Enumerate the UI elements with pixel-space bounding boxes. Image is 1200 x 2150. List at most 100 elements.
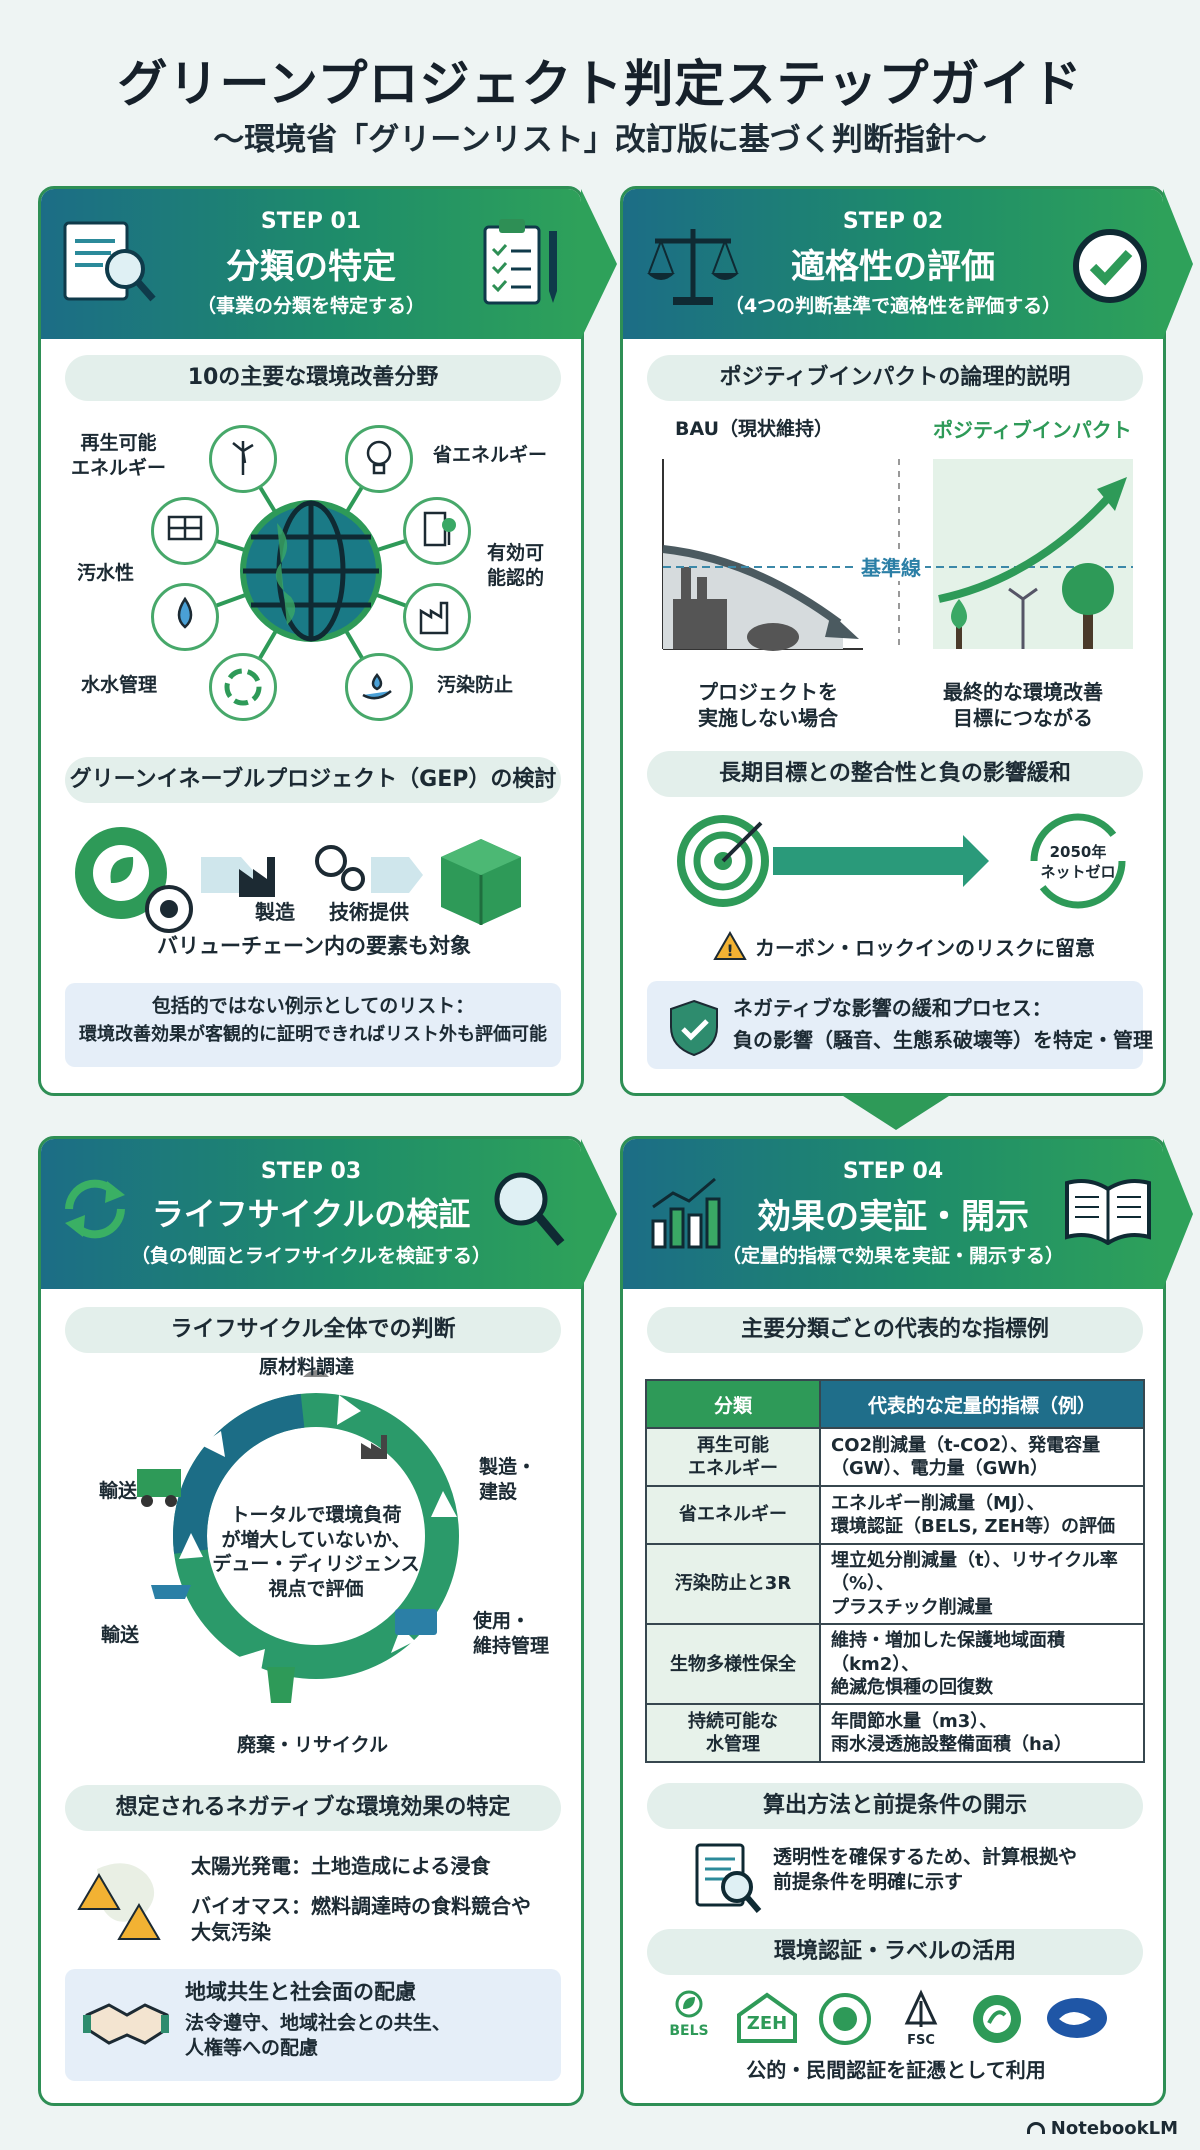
page-title: グリーンプロジェクト判定ステップガイド bbox=[117, 55, 1083, 113]
brand-text: NotebookLM bbox=[1050, 2118, 1178, 2139]
scales-icon bbox=[647, 229, 739, 305]
step2-note-line2: 負の影響（騒音、生態系破壊等）を特定・管理 bbox=[733, 1028, 1153, 1052]
step2-title: 適格性の評価 bbox=[791, 247, 995, 287]
handshake-icon bbox=[83, 2003, 169, 2045]
step4-section-indicators: 主要分類ごとの代表的な指標例 bbox=[647, 1307, 1143, 1353]
cycle-raw-materials: 原材料調達 bbox=[259, 1356, 355, 1378]
building-tree-icon bbox=[403, 497, 471, 565]
table-header-category: 分類 bbox=[645, 1379, 821, 1429]
gep-flow-diagram bbox=[75, 827, 521, 933]
negative-effect-biomass: バイオマス：燃料調達時の食料競合や 大気汚染 bbox=[191, 1894, 531, 1944]
zeh-text: ZEH bbox=[746, 2013, 788, 2034]
step3-section-lifecycle: ライフサイクル全体での判断 bbox=[65, 1307, 561, 1353]
indicator-table: 分類 代表的な定量的指標（例） 再生可能 エネルギー CO2削減量（t-CO2）… bbox=[645, 1379, 1145, 1764]
lightbulb-leaf-icon bbox=[345, 425, 413, 493]
bels-text: BELS bbox=[669, 2023, 709, 2039]
bau-vs-positive-chart bbox=[662, 459, 1133, 651]
table-cell-indicator: CO2削減量（t-CO2）、発電容量 （GW）、電力量（GWh） bbox=[819, 1427, 1145, 1487]
label-caption: 公的・民間認証を証憑として利用 bbox=[746, 2058, 1046, 2082]
step1-title: 分類の特定 bbox=[226, 247, 396, 287]
step3-section-negative: 想定されるネガティブな環境効果の特定 bbox=[65, 1785, 561, 1831]
warning-icons bbox=[77, 1863, 161, 1940]
open-book-icon bbox=[1065, 1179, 1151, 1245]
cycle-disposal: 廃棄・リサイクル bbox=[237, 1734, 389, 1756]
fsc-logo: FSC bbox=[893, 1989, 949, 2049]
bau-label: BAU（現状維持） bbox=[675, 418, 834, 440]
step3-card: STEP 03 ライフサイクルの検証 （負の側面とライフサイクルを検証する） ラ… bbox=[38, 1136, 584, 2106]
gep-label-manufacturing: 製造 bbox=[255, 900, 295, 924]
step1-subtitle: （事業の分類を特定する） bbox=[196, 295, 425, 317]
step3-subtitle: （負の側面とライフサイクルを検証する） bbox=[130, 1245, 492, 1267]
page-subtitle: 〜環境省「グリーンリスト」改訂版に基づく判断指針〜 bbox=[213, 122, 987, 158]
recycle-icon bbox=[209, 653, 277, 721]
zeh-house-icon bbox=[737, 1992, 797, 2043]
step2-arrow bbox=[1163, 189, 1193, 339]
step3-arrow bbox=[581, 1139, 617, 1289]
disclosure-text: 透明性を確保するため、計算根拠や 前提条件を明確に示す bbox=[773, 1846, 1078, 1893]
step2-number: STEP 02 bbox=[842, 209, 944, 234]
step1-section-gep: グリーンイネーブルプロジェクト（GEP）の検討 bbox=[65, 757, 561, 803]
step2-card: STEP 02 適格性の評価 （4つの判断基準で適格性を評価する） ポジティブイ… bbox=[620, 186, 1166, 1096]
table-cell-category: 持続可能な 水管理 bbox=[645, 1703, 821, 1764]
social-body: 法令遵守、地域社会との共生、 人権等への配慮 bbox=[185, 2012, 451, 2059]
document-search-icon bbox=[63, 221, 156, 302]
lifecycle-stage-icons bbox=[137, 1370, 437, 1703]
shield-check-icon bbox=[670, 999, 718, 1057]
step2-section-longterm: 長期目標との整合性と負の影響緩和 bbox=[647, 751, 1143, 797]
step-connector-arrow bbox=[840, 1094, 952, 1130]
bels-logo: BELS bbox=[657, 1989, 721, 2049]
step4-subtitle: （定量的指標で効果を実証・開示する） bbox=[721, 1245, 1064, 1267]
field-label-effective: 有効可 能認的 bbox=[487, 542, 545, 589]
social-title: 地域共生と社会面の配慮 bbox=[185, 1980, 416, 2004]
positive-impact-label: ポジティブインパクト bbox=[933, 418, 1132, 442]
cycle-arrows-icon bbox=[65, 1179, 125, 1239]
table-cell-category: 生物多様性保全 bbox=[645, 1623, 821, 1706]
eco-mark-logo bbox=[819, 1993, 871, 2045]
table-cell-indicator: 年間節水量（m3）、 雨水浸透施設整備面積（ha） bbox=[819, 1703, 1145, 1764]
factory-icon bbox=[403, 583, 471, 651]
table-cell-indicator: 維持・増加した保護地域面積（km2）、 絶滅危惧種の回復数 bbox=[819, 1623, 1145, 1706]
warning-icon: ! bbox=[713, 931, 747, 960]
solar-panel-icon bbox=[151, 497, 219, 565]
step1-arrow bbox=[581, 189, 617, 339]
bar-chart-icon bbox=[651, 1177, 721, 1249]
positive-caption: 最終的な環境改善 目標につながる bbox=[943, 680, 1103, 730]
step1-section-fields: 10の主要な環境改善分野 bbox=[65, 355, 561, 401]
step4-card: STEP 04 効果の実証・開示 （定量的指標で効果を実証・開示する） 主要分類… bbox=[620, 1136, 1166, 2106]
step2-header: STEP 02 適格性の評価 （4つの判断基準で適格性を評価する） bbox=[623, 189, 1163, 339]
bau-caption: プロジェクトを 実施しない場合 bbox=[698, 680, 838, 730]
field-label-water-management: 水水管理 bbox=[81, 674, 158, 696]
table-row: 持続可能な 水管理 年間節水量（m3）、 雨水浸透施設整備面積（ha） bbox=[645, 1703, 1145, 1764]
negative-effect-solar: 太陽光発電：土地造成による浸食 bbox=[191, 1854, 491, 1878]
green-seal-logo bbox=[973, 1995, 1021, 2043]
step1-note: 包括的ではない例示としてのリスト： 環境改善効果が客観的に証明できればリスト外も… bbox=[65, 983, 561, 1067]
step4-title: 効果の実証・開示 bbox=[757, 1197, 1029, 1237]
svg-text:!: ! bbox=[726, 941, 733, 960]
msc-fish-logo bbox=[1047, 1998, 1107, 2038]
step3-header: STEP 03 ライフサイクルの検証 （負の側面とライフサイクルを検証する） bbox=[41, 1139, 581, 1289]
environment-fields-wheel bbox=[184, 457, 438, 689]
clipboard-checklist-icon bbox=[483, 219, 557, 305]
gep-label-tech-provision: 技術提供 bbox=[329, 900, 409, 924]
indicator-table-header: 分類 代表的な定量的指標（例） bbox=[645, 1379, 1145, 1429]
field-glyphs bbox=[167, 440, 456, 706]
step2-note bbox=[647, 981, 1143, 1069]
step4-number: STEP 04 bbox=[842, 1159, 944, 1184]
step3-title: ライフサイクルの検証 bbox=[151, 1195, 471, 1233]
zeh-logo: ZEH bbox=[735, 1991, 799, 2045]
step3-number: STEP 03 bbox=[260, 1159, 362, 1184]
table-cell-category: 再生可能 エネルギー bbox=[645, 1427, 821, 1487]
target-netzero-diagram bbox=[677, 813, 1126, 909]
table-cell-category: 省エネルギー bbox=[645, 1485, 821, 1545]
lifecycle-center-text: トータルで環境負荷 が増大していないか、 デュー・ディリジェンス 視点で評価 bbox=[212, 1504, 420, 1601]
table-cell-indicator: エネルギー削減量（MJ）、 環境認証（BELS, ZEH等）の評価 bbox=[819, 1485, 1145, 1545]
field-label-wastewater: 汚水性 bbox=[77, 562, 135, 584]
baseline-label: 基準線 bbox=[857, 555, 925, 581]
checkmark-circle-icon bbox=[1073, 229, 1147, 303]
gep-note: バリューチェーン内の要素も対象 bbox=[157, 934, 471, 958]
step1-card: STEP 01 分類の特定 （事業の分類を特定する） 10の主要な環境改善分野 bbox=[38, 186, 584, 1096]
field-label-renewable: 再生可能 エネルギー bbox=[71, 432, 167, 479]
cycle-transport-2: 輸送 bbox=[101, 1624, 140, 1646]
table-cell-category: 汚染防止と3R bbox=[645, 1542, 821, 1626]
fsc-text: FSC bbox=[907, 2033, 935, 2048]
